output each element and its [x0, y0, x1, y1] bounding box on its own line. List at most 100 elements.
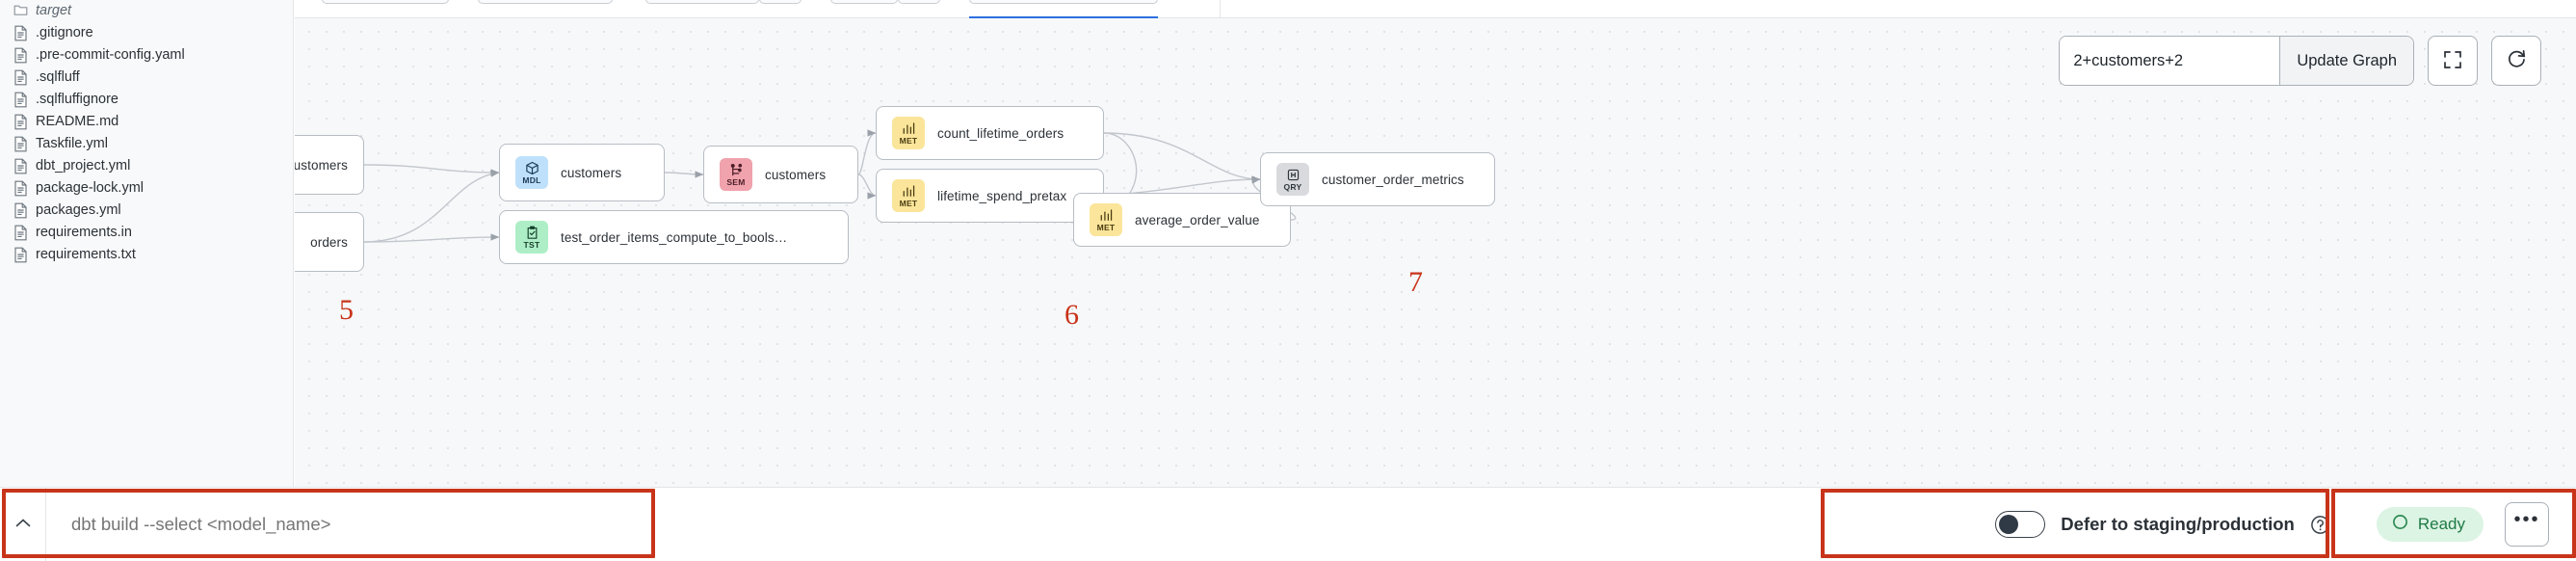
refresh-button[interactable] — [2491, 36, 2541, 86]
graph-node[interactable]: QRY customer_order_metrics — [1260, 152, 1495, 206]
file-list: target .gitignore .pre-commit-config.yaml.… — [0, 0, 293, 266]
node-type-badge-sem: SEM — [720, 158, 752, 191]
node-type-badge-tst: TST — [515, 221, 548, 254]
update-graph-button[interactable]: Update Graph — [2279, 37, 2413, 85]
defer-toggle[interactable] — [1995, 511, 2046, 538]
circle-icon — [2392, 514, 2408, 535]
file-row[interactable]: .sqlfluffignore — [0, 89, 293, 111]
expand-console-button[interactable] — [0, 487, 46, 561]
status-group: Ready ••• — [2352, 502, 2557, 547]
file-row[interactable]: .pre-commit-config.yaml — [0, 44, 293, 67]
help-circle-icon[interactable] — [2310, 515, 2330, 535]
node-label: customers — [765, 167, 827, 182]
editor-tab-strip[interactable] — [295, 0, 2576, 18]
file-name: .sqlfluff — [36, 69, 80, 85]
file-row[interactable]: README.md — [0, 111, 293, 133]
file-icon — [13, 114, 28, 130]
badge-text: TST — [523, 239, 540, 250]
file-icon — [13, 136, 28, 152]
file-row[interactable]: Taskfile.yml — [0, 133, 293, 155]
semantic-model-icon — [729, 163, 744, 177]
node-label: stg_customers — [295, 157, 348, 173]
chevron-up-icon — [14, 515, 32, 534]
graph-node[interactable]: MET average_order_value — [1073, 193, 1291, 247]
node-type-badge-met: MET — [1090, 203, 1122, 236]
graph-selector-input[interactable] — [2060, 37, 2280, 85]
file-row[interactable]: .sqlfluff — [0, 67, 293, 89]
file-row[interactable]: .gitignore — [0, 22, 293, 44]
dbt-command-input[interactable] — [46, 487, 586, 561]
bar-chart-icon — [1099, 208, 1114, 223]
file-row[interactable]: target — [0, 0, 293, 22]
defer-toggle-group[interactable]: Defer to staging/production — [1968, 488, 2352, 561]
bar-chart-icon — [902, 121, 916, 136]
folder-icon — [13, 3, 28, 19]
file-icon — [13, 225, 28, 241]
graph-node[interactable]: SEM customers — [703, 146, 858, 203]
file-name: .sqlfluffignore — [36, 92, 118, 107]
node-label: customers — [561, 165, 622, 180]
graph-toolbar[interactable]: Update Graph — [2059, 36, 2541, 86]
fullscreen-button[interactable] — [2428, 36, 2478, 86]
query-icon — [1286, 168, 1301, 182]
node-label: average_order_value — [1135, 212, 1260, 227]
file-icon — [13, 247, 28, 263]
node-type-badge-met: MET — [892, 179, 925, 212]
file-name: package-lock.yml — [36, 180, 145, 196]
file-row[interactable]: dbt_project.yml — [0, 155, 293, 177]
graph-node[interactable]: orders — [295, 212, 364, 272]
graph-node[interactable]: MDL customers — [499, 144, 665, 201]
tabstrip-divider — [1220, 0, 1221, 18]
bar-chart-icon — [902, 184, 916, 199]
graph-search-group[interactable]: Update Graph — [2059, 36, 2414, 86]
node-type-badge-qry: QRY — [1276, 163, 1309, 196]
file-icon — [13, 158, 28, 174]
file-row[interactable]: requirements.in — [0, 222, 293, 244]
bottom-status-bar: Defer to staging/production — [0, 487, 2576, 561]
file-row[interactable]: package-lock.yml — [0, 177, 293, 200]
badge-text: SEM — [726, 176, 746, 187]
file-explorer[interactable]: target .gitignore .pre-commit-config.yaml.… — [0, 0, 294, 487]
node-type-badge-mdl: MDL — [515, 156, 548, 189]
active-tab-indicator — [969, 15, 1158, 18]
file-icon — [13, 47, 28, 64]
file-row[interactable]: requirements.txt — [0, 244, 293, 266]
file-name: requirements.in — [36, 225, 132, 240]
file-name: target — [36, 3, 72, 18]
more-options-button[interactable]: ••• — [2505, 502, 2549, 547]
file-name: requirements.txt — [36, 247, 136, 262]
clipboard-check-icon — [525, 226, 539, 240]
graph-node[interactable]: stg_customers — [295, 135, 364, 195]
file-icon — [13, 180, 28, 197]
node-label: count_lifetime_orders — [937, 125, 1065, 141]
file-name: packages.yml — [36, 202, 121, 218]
file-name: .pre-commit-config.yaml — [36, 47, 185, 63]
file-name: Taskfile.yml — [36, 136, 108, 151]
badge-text: QRY — [1283, 181, 1302, 192]
status-label: Ready — [2417, 515, 2465, 533]
badge-text: MET — [1096, 222, 1116, 232]
graph-node[interactable]: TST test_order_items_compute_to_bools… — [499, 210, 849, 264]
file-name: dbt_project.yml — [36, 158, 131, 174]
graph-node[interactable]: MET count_lifetime_orders — [876, 106, 1104, 160]
node-label: orders — [310, 234, 348, 250]
file-name: README.md — [36, 114, 119, 129]
toggle-knob — [1999, 514, 2019, 534]
status-badge[interactable]: Ready — [2376, 507, 2484, 542]
file-row[interactable]: packages.yml — [0, 200, 293, 222]
node-label: customer_order_metrics — [1322, 172, 1464, 187]
node-label: test_order_items_compute_to_bools… — [561, 229, 788, 245]
badge-text: MET — [899, 135, 918, 146]
bottom-bar-right: Defer to staging/production — [1968, 488, 2576, 561]
file-icon — [13, 202, 28, 219]
file-icon — [13, 69, 28, 86]
node-type-badge-met: MET — [892, 117, 925, 149]
badge-text: MDL — [522, 174, 541, 185]
file-name: .gitignore — [36, 25, 93, 40]
refresh-icon — [2506, 48, 2528, 73]
defer-label: Defer to staging/production — [2061, 514, 2295, 534]
file-icon — [13, 25, 28, 41]
